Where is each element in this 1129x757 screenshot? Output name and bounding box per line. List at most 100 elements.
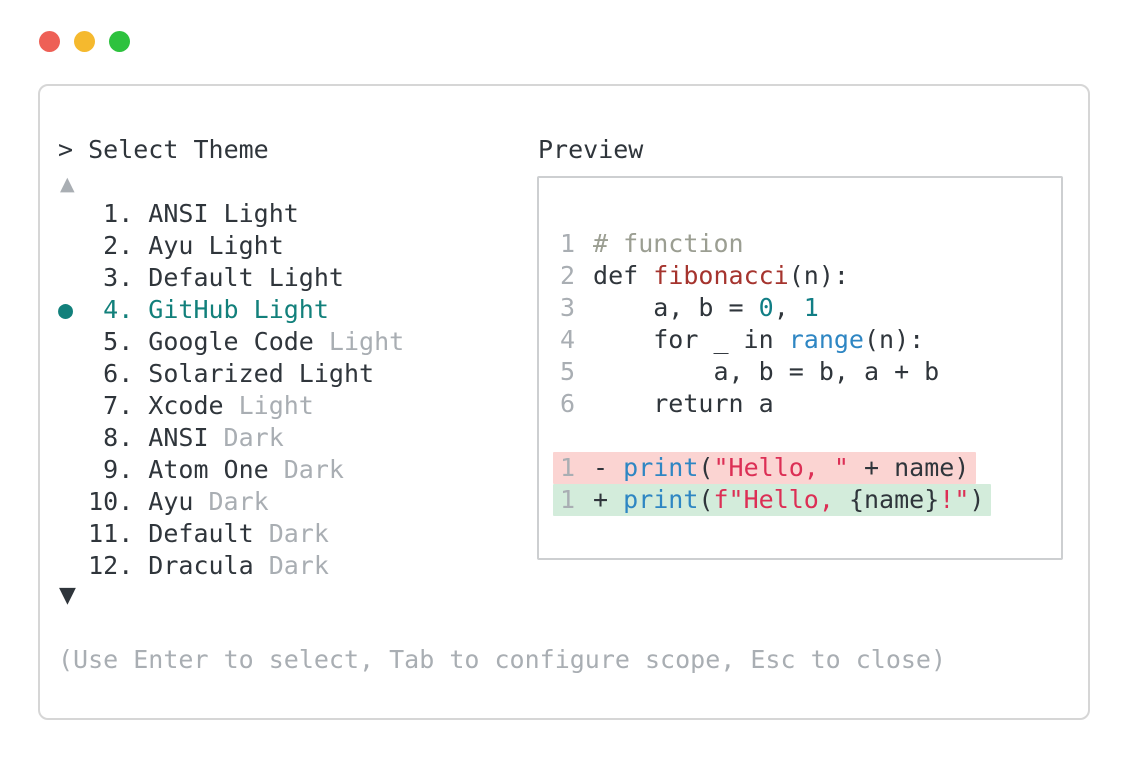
- code-token-plain: +: [593, 485, 624, 514]
- code-token-number: 1: [803, 293, 819, 322]
- traffic-lights: [39, 31, 130, 52]
- diff-highlight: 1- print("Hello, " + name): [553, 452, 977, 484]
- selected-bullet-icon: [58, 262, 88, 294]
- code-token-string: !": [939, 485, 970, 514]
- selected-bullet-icon: [58, 358, 88, 390]
- theme-item-variant-label: Dark: [193, 487, 269, 516]
- code-line: 5 a, b = b, a + b: [560, 356, 1061, 388]
- code-token-plain: (n):: [788, 261, 849, 290]
- diff-added-line: 1+ print(f"Hello, {name}!"): [553, 484, 1061, 516]
- code-token-plain: ): [969, 485, 985, 514]
- theme-item-label: Default Light: [133, 263, 344, 292]
- theme-list: 1. ANSI Light 2. Ayu Light 3. Default Li…: [58, 198, 404, 582]
- code-token-builtin: range: [788, 325, 864, 354]
- code-token-comment: # function: [593, 229, 744, 258]
- selected-bullet-icon: [58, 390, 88, 422]
- theme-item-label: Ayu: [133, 487, 194, 516]
- code-line: 1# function: [560, 228, 1061, 260]
- code-token-string: f"Hello,: [713, 485, 849, 514]
- theme-item-atom-one[interactable]: 9. Atom One Dark: [58, 454, 404, 486]
- theme-item-number: 1.: [88, 199, 134, 228]
- code-token-plain: for _ in: [593, 325, 789, 354]
- line-number: 1: [560, 453, 576, 482]
- theme-item-github-light[interactable]: ● 4. GitHub Light: [58, 294, 404, 326]
- theme-item-variant-label: Dark: [253, 551, 329, 580]
- theme-item-label: Atom One: [133, 455, 269, 484]
- code-token-plain: (: [698, 453, 714, 482]
- code-token-plain: ,: [773, 293, 804, 322]
- theme-item-variant-label: Dark: [253, 519, 329, 548]
- selected-bullet-icon: ●: [58, 295, 89, 324]
- line-number: 5: [560, 357, 576, 386]
- code-token-plain: (n):: [863, 325, 925, 354]
- code-token-plain: return a: [593, 389, 774, 418]
- code-token-function: fibonacci: [653, 261, 789, 290]
- theme-item-label: ANSI: [133, 423, 209, 452]
- theme-item-default[interactable]: 11. Default Dark: [58, 518, 404, 550]
- theme-item-label: Xcode: [133, 391, 224, 420]
- theme-item-ayu-light[interactable]: 2. Ayu Light: [58, 230, 404, 262]
- theme-item-number: 3.: [88, 263, 134, 292]
- code-token-plain: + name): [848, 453, 970, 482]
- theme-item-variant-label: Dark: [268, 455, 344, 484]
- line-number: 2: [560, 261, 576, 290]
- theme-item-number: 11.: [88, 519, 134, 548]
- theme-item-number: 5.: [88, 327, 134, 356]
- preview-title: Preview: [538, 135, 644, 164]
- theme-item-google-code[interactable]: 5. Google Code Light: [58, 326, 404, 358]
- theme-item-dracula[interactable]: 12. Dracula Dark: [58, 550, 404, 582]
- selected-bullet-icon: [58, 454, 88, 486]
- code-token-plain: {name}: [848, 485, 940, 514]
- code-line: [560, 420, 1061, 452]
- code-token-plain: -: [593, 453, 624, 482]
- selected-bullet-icon: [58, 198, 88, 230]
- theme-item-label: ANSI Light: [133, 199, 299, 228]
- theme-item-label: Dracula: [133, 551, 254, 580]
- theme-item-variant-label: Light: [313, 327, 405, 356]
- theme-item-label: Google Code: [133, 327, 314, 356]
- theme-item-default-light[interactable]: 3. Default Light: [58, 262, 404, 294]
- theme-item-xcode[interactable]: 7. Xcode Light: [58, 390, 404, 422]
- code-token-plain: def: [593, 261, 654, 290]
- zoom-button[interactable]: [109, 31, 130, 52]
- code-token-plain: (: [698, 485, 714, 514]
- code-line: 6 return a: [560, 388, 1061, 420]
- theme-item-number: 6.: [88, 359, 134, 388]
- code-token-builtin: print: [623, 453, 699, 482]
- code-line: 2 def fibonacci(n):: [560, 260, 1061, 292]
- theme-item-ayu[interactable]: 10. Ayu Dark: [58, 486, 404, 518]
- theme-item-number: 10.: [88, 487, 134, 516]
- selected-bullet-icon: [58, 550, 88, 582]
- theme-item-number: 8.: [88, 423, 134, 452]
- theme-item-label: Default: [133, 519, 254, 548]
- code-token-plain: a, b =: [593, 293, 759, 322]
- theme-item-number: 9.: [88, 455, 134, 484]
- theme-item-number: 7.: [88, 391, 134, 420]
- select-theme-prompt: > Select Theme: [58, 135, 269, 164]
- minimize-button[interactable]: [74, 31, 95, 52]
- selected-bullet-icon: [58, 422, 88, 454]
- keyboard-hint: (Use Enter to select, Tab to configure s…: [58, 645, 947, 674]
- theme-item-variant-label: Dark: [208, 423, 284, 452]
- selected-bullet-icon: [58, 486, 88, 518]
- theme-item-ansi-light[interactable]: 1. ANSI Light: [58, 198, 404, 230]
- code-line: 3 a, b = 0, 1: [560, 292, 1061, 324]
- theme-item-ansi[interactable]: 8. ANSI Dark: [58, 422, 404, 454]
- theme-item-variant-label: Light: [223, 391, 314, 420]
- theme-item-number: 12.: [88, 551, 134, 580]
- code-token-plain: a, b = b, a + b: [593, 357, 940, 386]
- scroll-down-icon[interactable]: ▼: [59, 583, 76, 608]
- line-number: 3: [560, 293, 576, 322]
- theme-item-solarized-light[interactable]: 6. Solarized Light: [58, 358, 404, 390]
- theme-item-label: Solarized Light: [133, 359, 375, 388]
- theme-item-label: GitHub Light: [133, 295, 329, 324]
- line-number: 6: [560, 389, 576, 418]
- scroll-up-icon[interactable]: ▲: [60, 173, 75, 195]
- close-button[interactable]: [39, 31, 60, 52]
- line-number: 4: [560, 325, 576, 354]
- theme-item-number: 2.: [88, 231, 134, 260]
- diff-removed-line: 1- print("Hello, " + name): [553, 452, 1061, 484]
- theme-picker-window: > Select Theme ▲ 1. ANSI Light 2. Ayu Li…: [38, 84, 1090, 720]
